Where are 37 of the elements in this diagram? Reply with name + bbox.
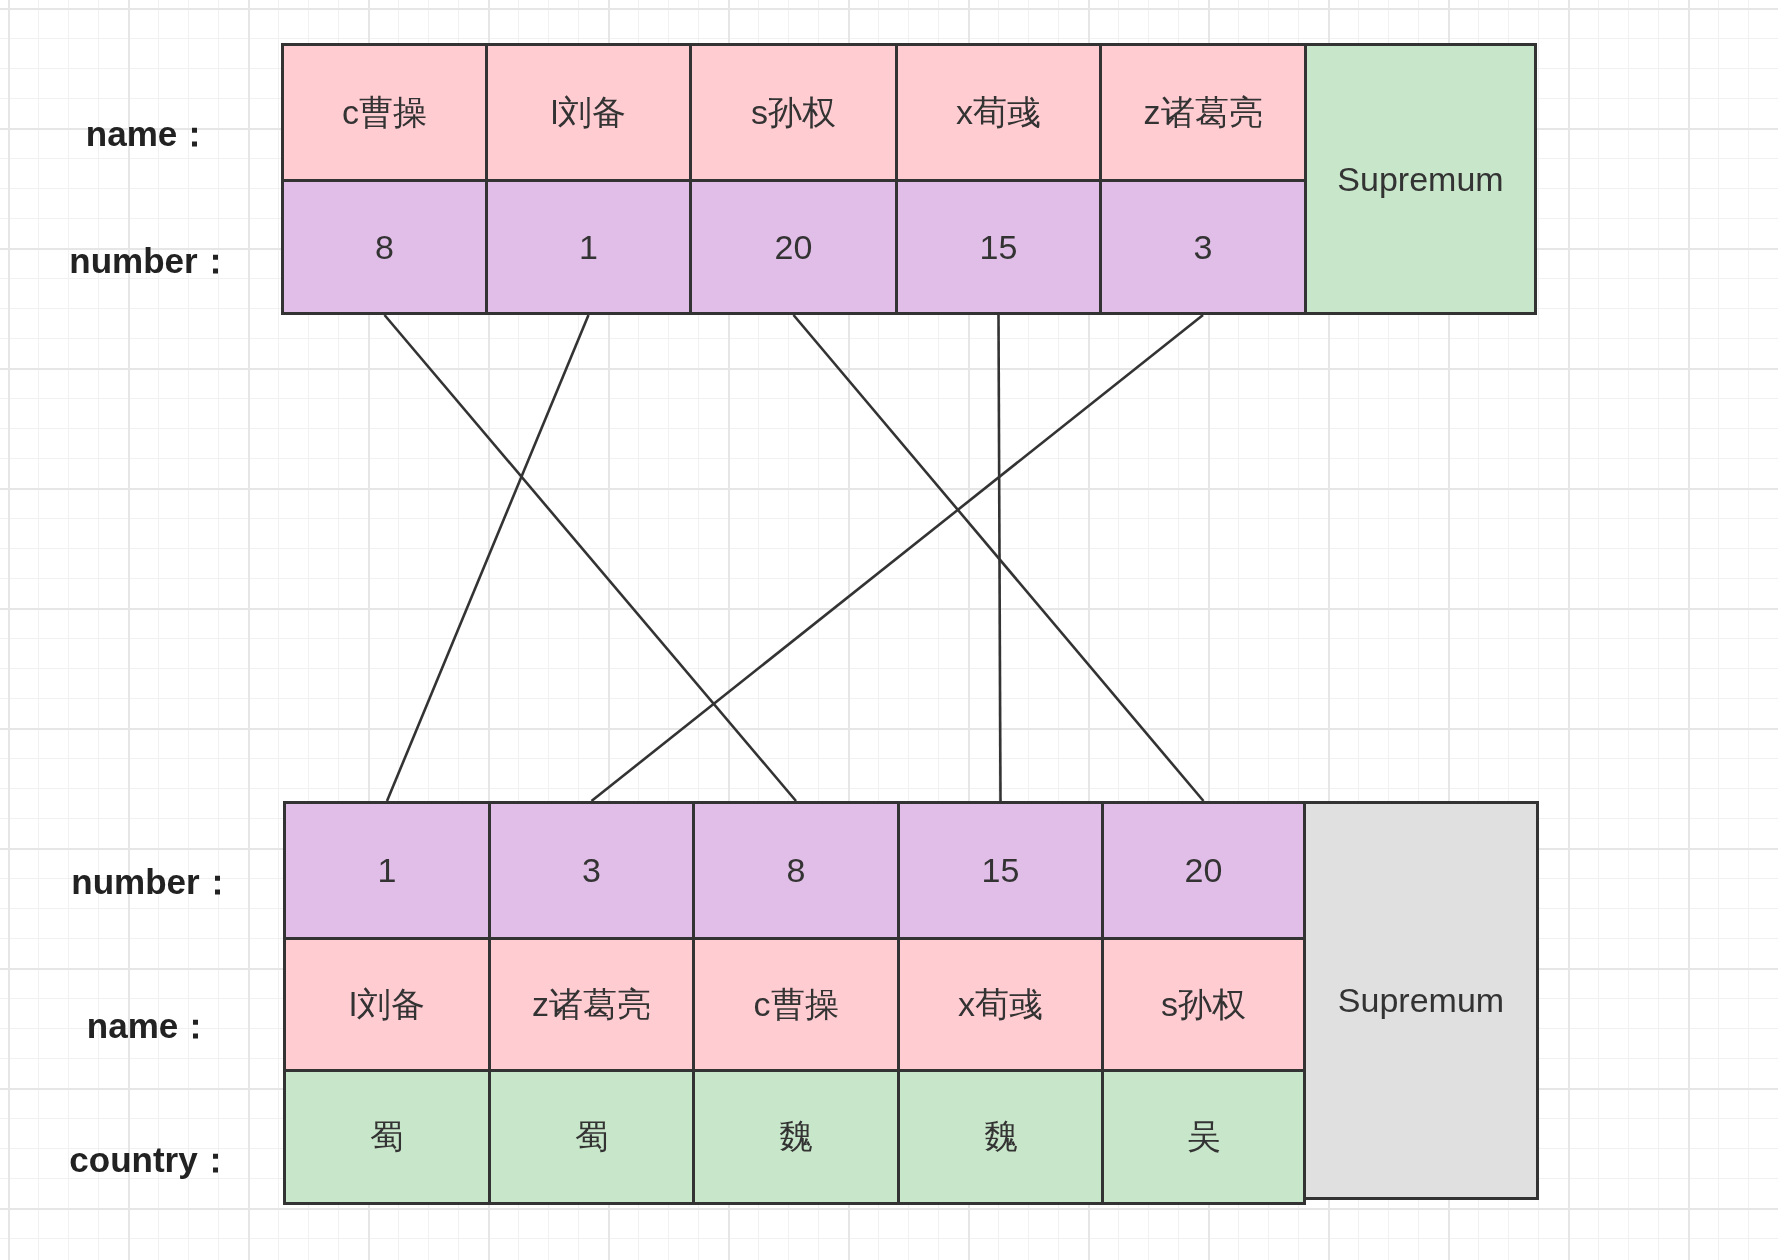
number-cell: 1 (485, 179, 692, 315)
number-cell: 8 (281, 179, 488, 315)
number-cell: 8 (692, 801, 900, 940)
number-cell: 20 (1101, 801, 1306, 940)
connector-line (590, 314, 1204, 802)
name-cell: c曹操 (281, 43, 488, 182)
name-cell: c曹操 (692, 937, 900, 1072)
number-cell: 15 (897, 801, 1104, 940)
row-label: number： (71, 860, 235, 903)
name-cell: z诸葛亮 (1099, 43, 1307, 182)
connector-line (383, 314, 797, 802)
number-cell: 3 (1099, 179, 1307, 315)
country-cell: 魏 (897, 1069, 1104, 1205)
name-cell: l刘备 (283, 937, 491, 1072)
name-cell: l刘备 (485, 43, 692, 182)
country-cell: 蜀 (283, 1069, 491, 1205)
row-label: country： (69, 1138, 233, 1181)
connector-line (792, 314, 1205, 802)
name-cell: z诸葛亮 (488, 937, 695, 1072)
name-cell: x荀彧 (897, 937, 1104, 1072)
country-cell: 吴 (1101, 1069, 1306, 1205)
number-cell: 15 (895, 179, 1102, 315)
connector-line (385, 314, 590, 802)
number-cell: 3 (488, 801, 695, 940)
supremum-record: Supremum (1304, 43, 1537, 315)
name-cell: s孙权 (1101, 937, 1306, 1072)
row-label: name： (85, 112, 213, 155)
row-label: number： (69, 239, 233, 282)
row-label: name： (86, 1004, 214, 1047)
country-cell: 魏 (692, 1069, 900, 1205)
supremum-record: Supremum (1303, 801, 1539, 1200)
name-cell: s孙权 (689, 43, 898, 182)
number-cell: 20 (689, 179, 898, 315)
number-cell: 1 (283, 801, 491, 940)
connector-line (997, 315, 1002, 801)
country-cell: 蜀 (488, 1069, 695, 1205)
name-cell: x荀彧 (895, 43, 1102, 182)
